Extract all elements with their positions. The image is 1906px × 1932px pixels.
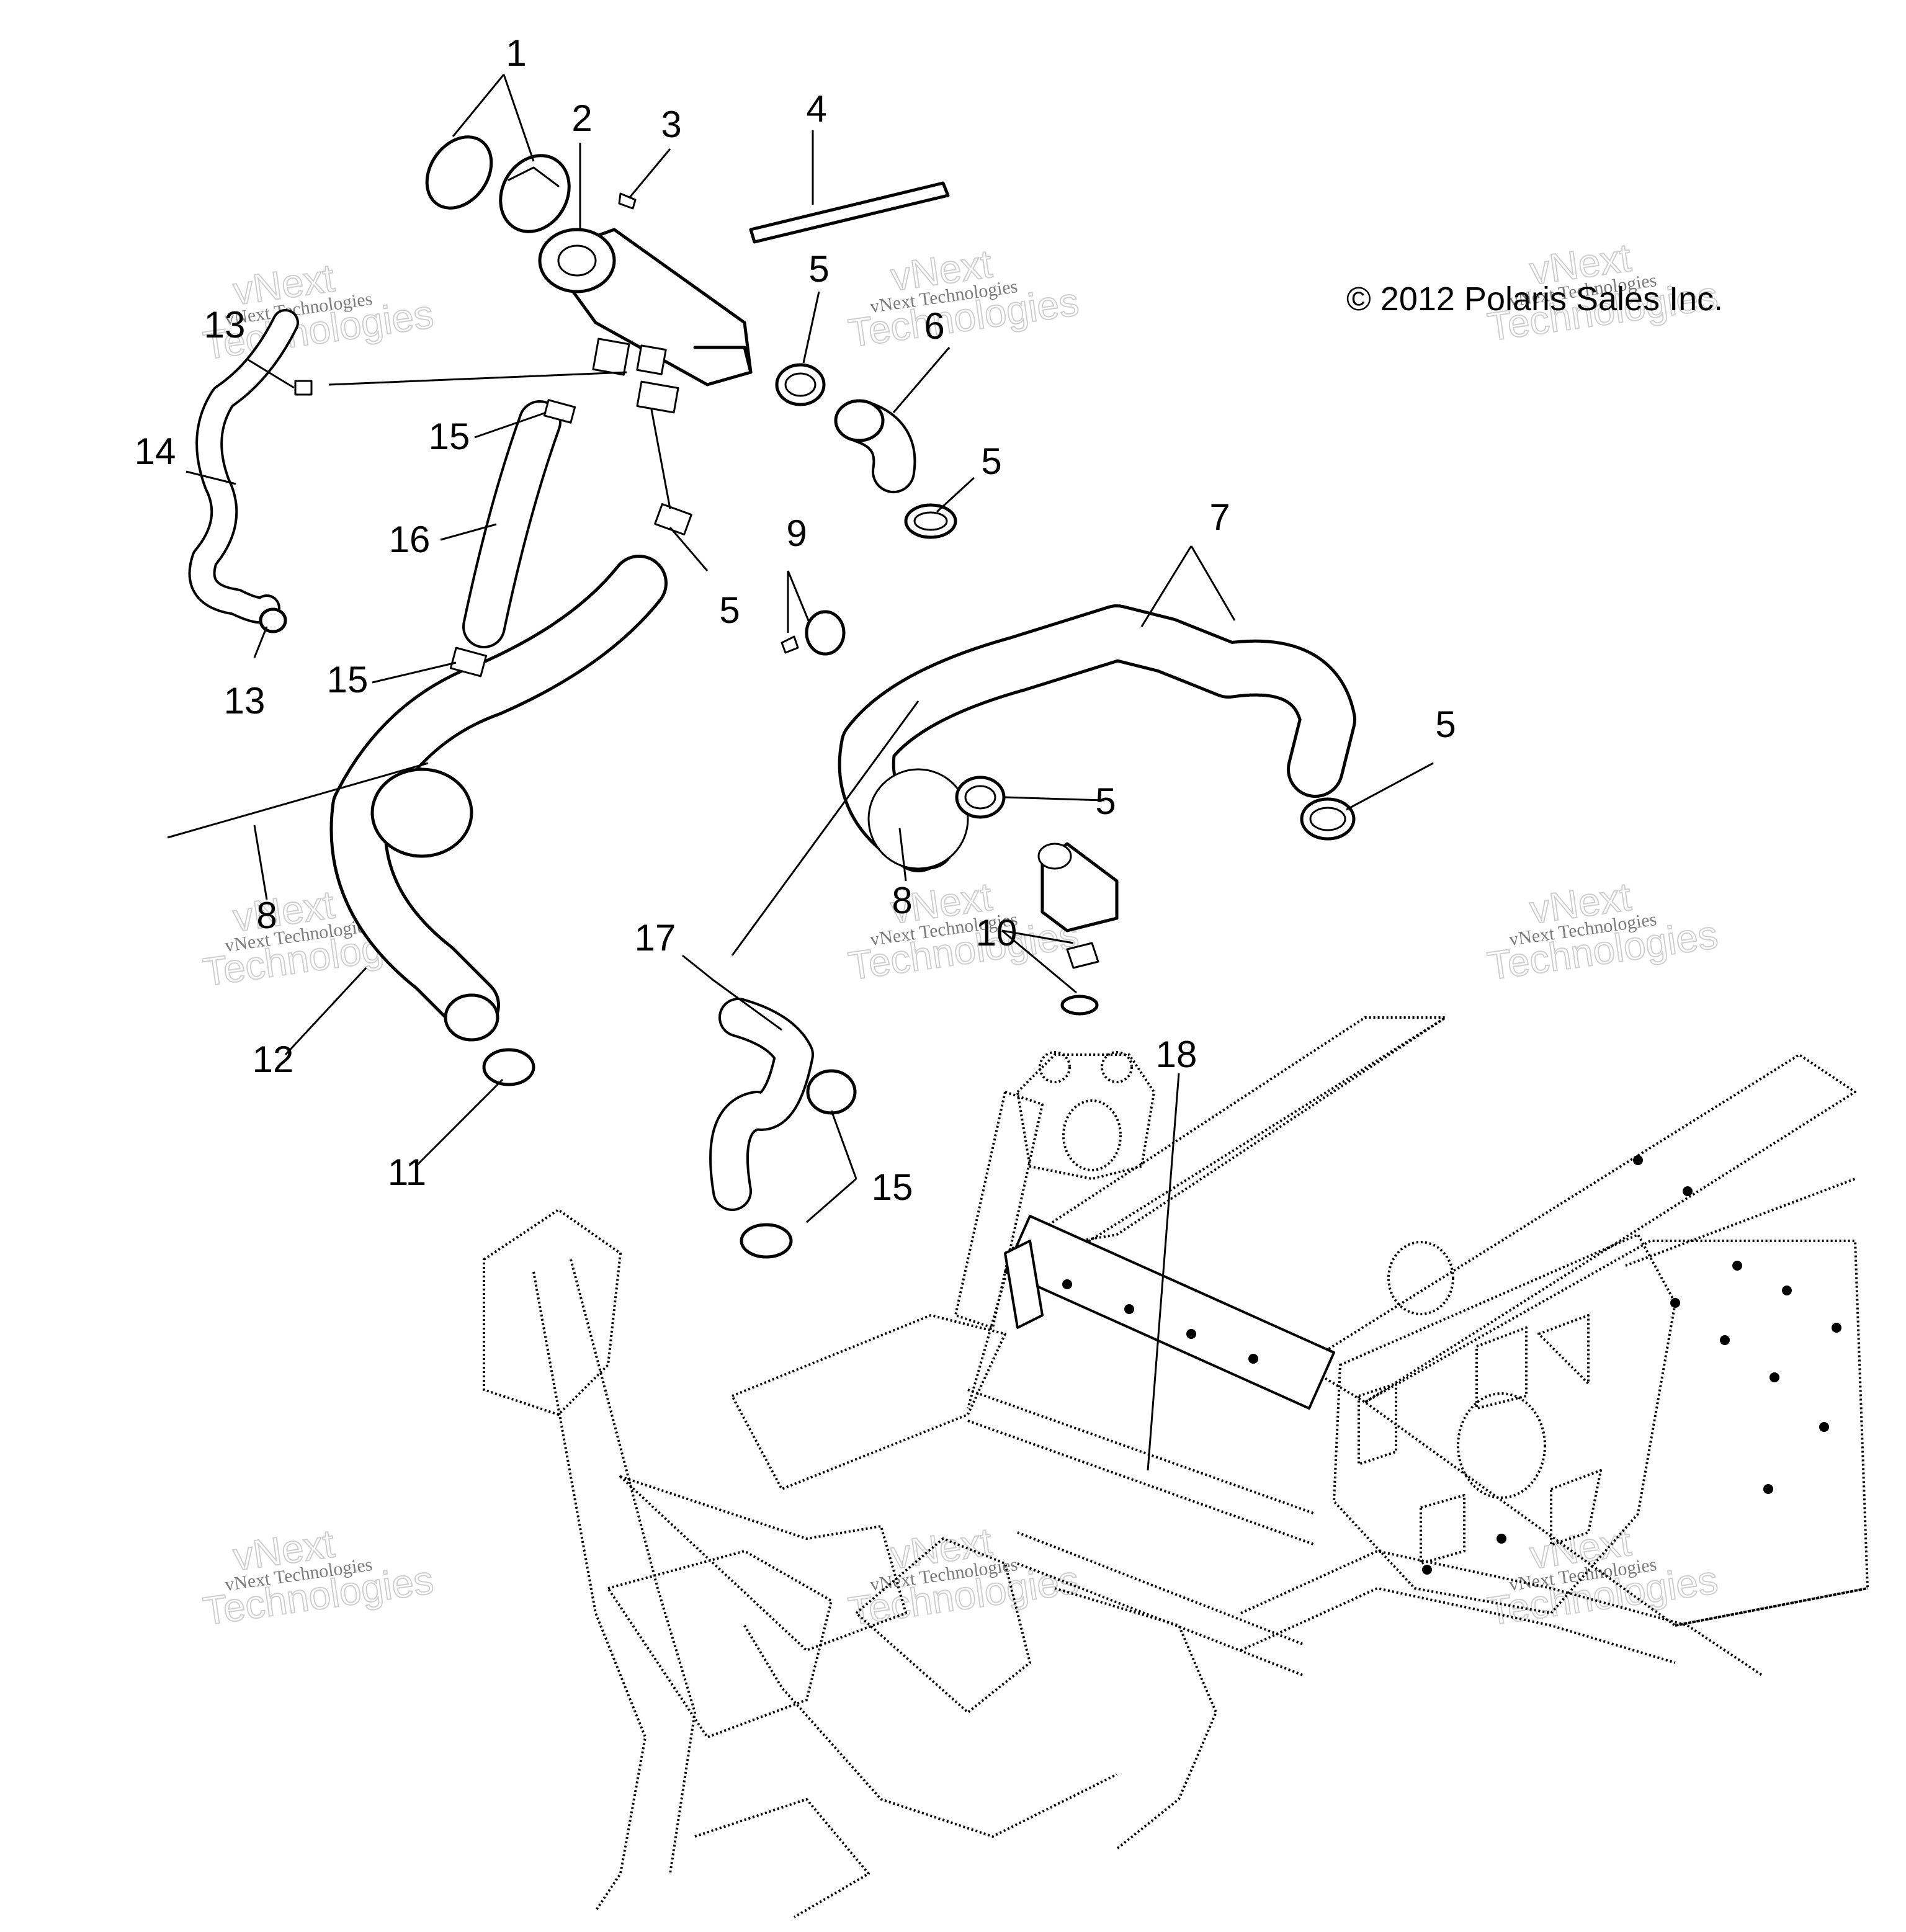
part-15-clamp-upper xyxy=(806,1069,857,1115)
part-15-clamp-top xyxy=(543,399,576,424)
part-5-clamp-c xyxy=(654,503,692,536)
label-part-5c: 5 xyxy=(719,589,740,631)
watermark-bottom-left: vNext vNext Technologies Technologies xyxy=(200,1520,437,1634)
label-part-8b: 8 xyxy=(892,880,912,921)
part-9-clamp xyxy=(781,610,846,656)
label-part-13a: 13 xyxy=(204,304,246,346)
part-5-clamp-b xyxy=(904,503,957,539)
label-part-15c: 15 xyxy=(872,1166,913,1208)
part-14-overflow-hose xyxy=(188,309,299,624)
part-5-clamp-a xyxy=(775,363,826,406)
label-part-15b: 15 xyxy=(327,659,369,700)
label-part-1: 1 xyxy=(506,32,526,74)
part-2-coolant-reservoir xyxy=(538,228,753,414)
part-10-thermostat-housing xyxy=(1037,842,1119,1016)
part-5-clamp-d xyxy=(955,776,1006,819)
label-part-13b: 13 xyxy=(224,680,266,722)
watermark-mid-right: vNext vNext Technologies Technologies xyxy=(1484,874,1721,989)
label-part-11: 11 xyxy=(388,1152,426,1193)
part-11-clamp xyxy=(482,1048,535,1086)
label-part-5e: 5 xyxy=(1435,704,1456,745)
part-labels: 1 2 3 4 5 5 5 5 5 6 7 8 8 9 10 11 12 13 … xyxy=(135,32,1456,1208)
part-4-rod xyxy=(749,181,950,244)
label-part-3: 3 xyxy=(661,104,681,145)
label-part-6: 6 xyxy=(924,305,944,347)
part-13-clip-top xyxy=(294,380,313,396)
copyright-notice: © 2012 Polaris Sales Inc. xyxy=(1346,280,1723,318)
part-15-clamp-mid xyxy=(449,646,488,678)
label-part-14: 14 xyxy=(135,431,176,472)
label-part-9: 9 xyxy=(786,512,807,554)
label-part-15a: 15 xyxy=(429,416,470,457)
part-7-hose xyxy=(838,604,1356,872)
part-13-clip-bottom xyxy=(259,607,287,633)
label-part-16: 16 xyxy=(389,519,431,560)
label-part-17: 17 xyxy=(635,917,676,959)
part-6-elbow-hose xyxy=(834,399,916,493)
part-3-screw xyxy=(618,192,637,210)
part-12-hose xyxy=(329,555,668,1042)
leader-lines xyxy=(167,74,1434,1471)
part-16-hose xyxy=(462,400,562,648)
part-1-cap-and-gasket xyxy=(425,135,571,233)
label-part-8a: 8 xyxy=(256,895,277,936)
label-part-2: 2 xyxy=(571,97,592,139)
watermark-top-center: vNext vNext Technologies Technologies xyxy=(845,241,1082,356)
label-part-5d: 5 xyxy=(1095,780,1116,822)
label-part-5a: 5 xyxy=(808,248,829,290)
label-part-10: 10 xyxy=(976,912,1018,954)
chassis-frame xyxy=(483,1016,1869,1918)
part-5-clamp-e xyxy=(1300,797,1356,841)
label-part-7: 7 xyxy=(1209,496,1230,538)
part-17-hose xyxy=(709,998,814,1211)
label-part-18: 18 xyxy=(1156,1034,1197,1075)
label-part-5b: 5 xyxy=(981,441,1001,482)
part-15-clamp-lower xyxy=(740,1223,793,1259)
label-part-4: 4 xyxy=(806,88,826,130)
label-part-12: 12 xyxy=(253,1039,294,1080)
